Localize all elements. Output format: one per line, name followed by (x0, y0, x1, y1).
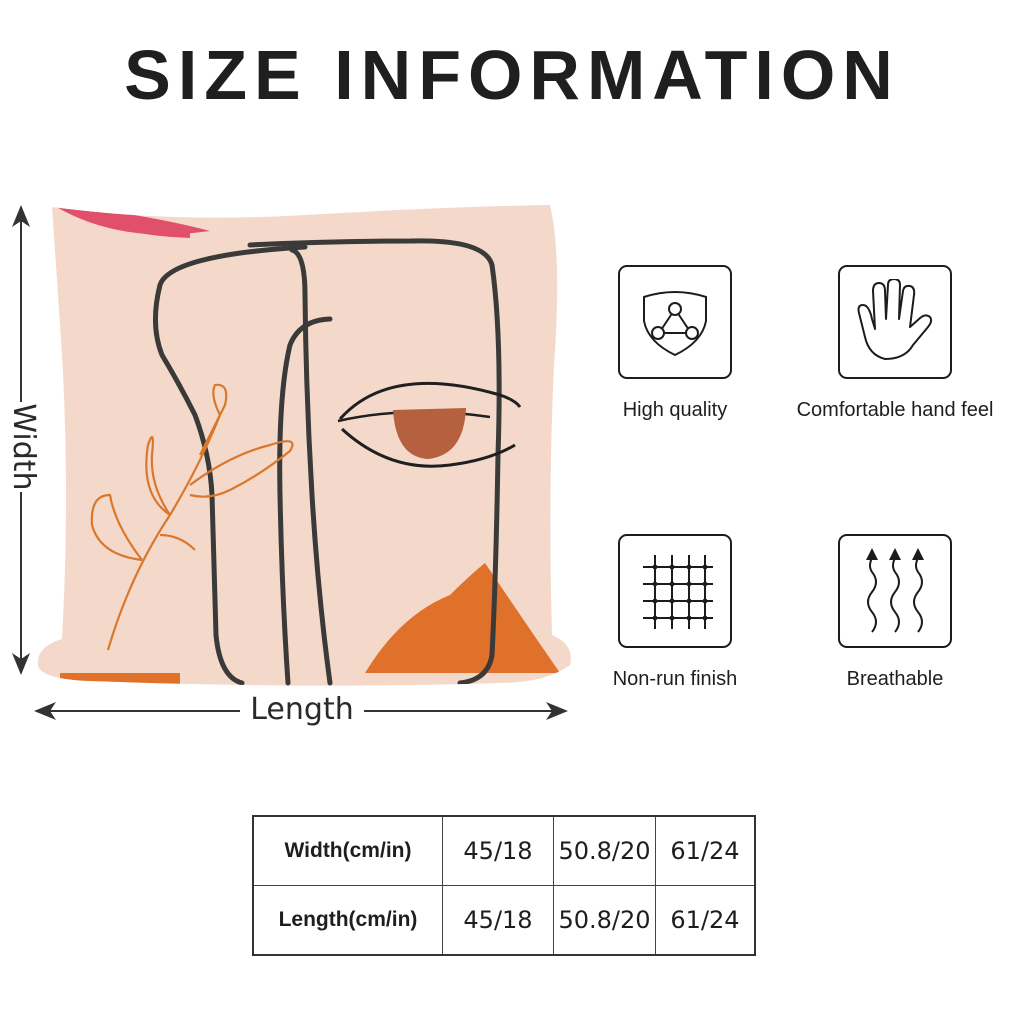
feature-label: Non-run finish (612, 668, 738, 690)
table-cell: 61/24 (655, 815, 756, 886)
feature-non-run-finish: Non-run finish (555, 534, 795, 691)
feature-breathable: Breathable (775, 534, 1015, 691)
page-title: SIZE INFORMATION (124, 36, 900, 114)
shield-icon (643, 291, 707, 357)
feature-icon-box (618, 265, 732, 379)
airflow-icon (866, 548, 924, 633)
table-cell: 45/18 (442, 885, 554, 956)
table-cell: 45/18 (442, 815, 554, 886)
feature-label: Breathable (846, 668, 944, 690)
table-cell: 50.8/20 (553, 815, 656, 886)
feature-icon-box (618, 534, 732, 648)
width-dimension-label: Width (6, 402, 41, 492)
table-cell: 50.8/20 (553, 885, 656, 956)
pillow-body (37, 205, 571, 686)
hand-icon (857, 279, 933, 360)
row-header-width: Width(cm/in) (252, 815, 443, 886)
feature-comfortable-hand-feel: Comfortable hand feel (775, 265, 1015, 422)
table-row: Width(cm/in) 45/18 50.8/20 61/24 (252, 815, 756, 886)
feature-icon-box (838, 265, 952, 379)
grid-icon (643, 555, 713, 629)
length-dimension-label: Length (240, 690, 364, 730)
pillow-image (37, 202, 571, 686)
feature-icon-box (838, 534, 952, 648)
size-table: Width(cm/in) 45/18 50.8/20 61/24 Length(… (252, 815, 756, 956)
row-header-length: Length(cm/in) (252, 885, 443, 956)
table-row: Length(cm/in) 45/18 50.8/20 61/24 (252, 885, 756, 956)
feature-label: High quality (622, 399, 728, 421)
feature-label: Comfortable hand feel (796, 399, 994, 421)
feature-high-quality: High quality (555, 265, 795, 422)
table-cell: 61/24 (655, 885, 756, 956)
